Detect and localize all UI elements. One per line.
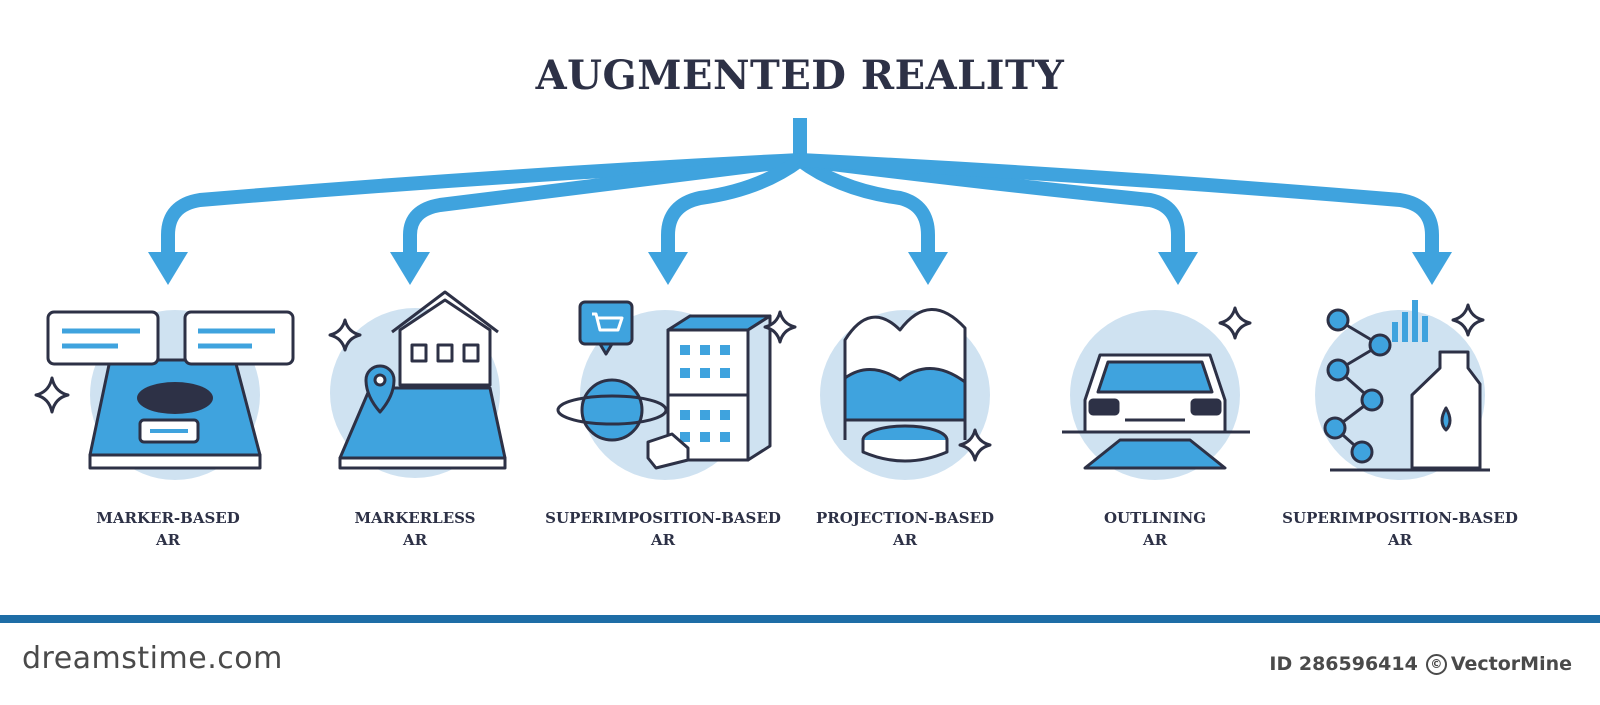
type-label-superimposition: SUPERIMPOSITION-BASED AR (545, 509, 781, 549)
terrain-projection-icon (820, 308, 992, 480)
image-credit: ID 286596414 ©VectorMine (1269, 653, 1572, 675)
molecule-bottle-icon (1315, 300, 1490, 480)
type-label-superimposition-2: SUPERIMPOSITION-BASED AR (1282, 509, 1518, 549)
arrow-down-icon (648, 252, 688, 285)
branch-6 (799, 153, 1439, 256)
branch-2 (403, 153, 801, 256)
type-label-projection: PROJECTION-BASED AR (815, 509, 995, 549)
arrow-down-icon (908, 252, 948, 285)
type-label-marker-based: MARKER-BASED AR (96, 509, 240, 549)
arrow-heads (148, 252, 1452, 285)
diagram-title: AUGMENTED REALITY (535, 52, 1065, 99)
branch-3 (661, 154, 805, 256)
car-road-icon (1062, 306, 1252, 480)
connector-tree (161, 118, 1439, 256)
phone-marker-icon (34, 310, 295, 480)
house-map-icon (328, 290, 507, 478)
type-label-markerless: MARKERLESS AR (354, 509, 476, 549)
footer-bar (0, 615, 1600, 623)
footer: dreamstime.com ID 286596414 ©VectorMine (0, 615, 1600, 705)
branch-1 (161, 153, 801, 256)
copyright-icon: © (1425, 654, 1447, 675)
globe-building-icon (556, 300, 797, 480)
diagram-canvas (34, 118, 1490, 480)
image-id: ID 286596414 (1269, 653, 1418, 675)
arrow-down-icon (1158, 252, 1198, 285)
type-label-outlining: OUTLINING AR (1103, 509, 1207, 549)
arrow-down-icon (1412, 252, 1452, 285)
diagram: AUGMENTED REALITY MARKER-BASED AR MARKER… (34, 52, 1518, 549)
author-name[interactable]: VectorMine (1450, 653, 1572, 675)
arrow-down-icon (390, 252, 430, 285)
branch-4 (795, 154, 935, 256)
arrow-down-icon (148, 252, 188, 285)
brand-logo[interactable]: dreamstime.com (22, 641, 283, 676)
